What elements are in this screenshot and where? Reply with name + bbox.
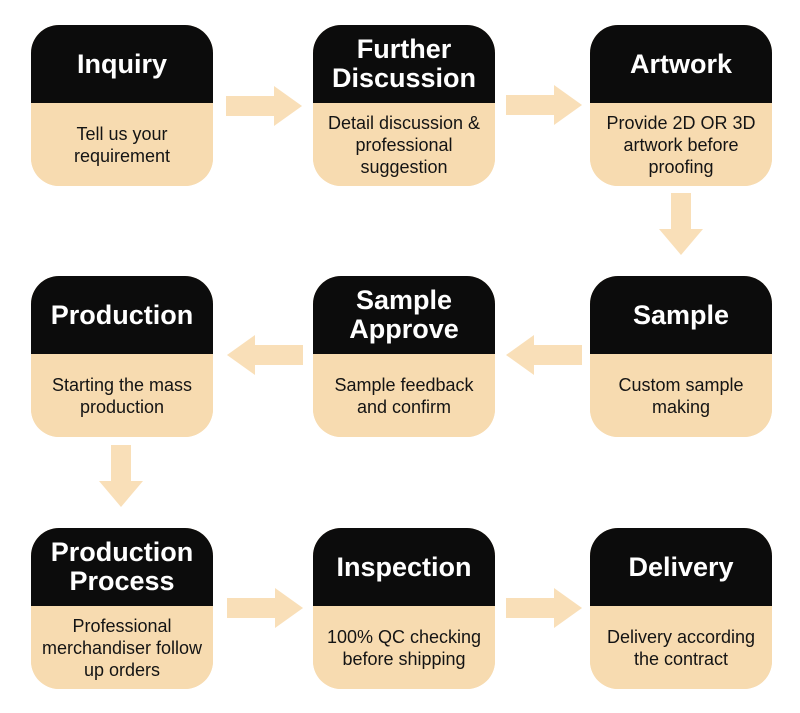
- step-description-text: Custom sample making: [618, 374, 744, 417]
- step-title-inspection: Inspection: [313, 528, 495, 606]
- step-description-text: Detail discussion & professional suggest…: [327, 112, 481, 177]
- arrow-shaft: [227, 598, 275, 618]
- step-title-text: Delivery: [628, 551, 734, 582]
- step-description-artwork: Provide 2D OR 3D artwork before proofing: [590, 103, 772, 186]
- step-title-text: Sample: [632, 299, 730, 330]
- arrow-shaft: [671, 193, 691, 229]
- arrow-shaft: [506, 598, 554, 618]
- step-description-sample: Custom sample making: [590, 354, 772, 437]
- arrow-head: [274, 86, 302, 126]
- step-title-production-process: Production Process: [31, 528, 213, 606]
- arrow-head: [506, 335, 534, 375]
- step-description-delivery: Delivery according the contract: [590, 606, 772, 689]
- step-description-text: Tell us your requirement: [73, 123, 171, 166]
- step-card-sample: Sample Custom sample making: [590, 276, 772, 437]
- step-card-inquiry: Inquiry Tell us your requirement: [31, 25, 213, 186]
- step-card-sample-approve: Sample Approve Sample feedback and confi…: [313, 276, 495, 437]
- step-description-text: Provide 2D OR 3D artwork before proofing: [606, 112, 756, 177]
- step-description-text: Professional merchandiser follow up orde…: [41, 615, 203, 680]
- step-description-text: Starting the mass production: [51, 374, 193, 417]
- step-description-text: 100% QC checking before shipping: [326, 626, 482, 669]
- arrow-head: [99, 481, 143, 507]
- step-title-text: Inquiry: [76, 48, 167, 79]
- step-description-further-discussion: Detail discussion & professional suggest…: [313, 103, 495, 186]
- arrow-head: [275, 588, 303, 628]
- step-description-production-process: Professional merchandiser follow up orde…: [31, 606, 213, 689]
- step-title-further-discussion: Further Discussion: [313, 25, 495, 103]
- step-title-text: Production Process: [50, 537, 194, 596]
- arrow-shaft: [506, 95, 554, 115]
- arrow-sample-approve-to-production-icon: [227, 335, 303, 375]
- arrow-head: [554, 588, 582, 628]
- step-card-further-discussion: Further Discussion Detail discussion & p…: [313, 25, 495, 186]
- step-title-text: Further Discussion: [331, 34, 477, 93]
- step-title-sample-approve: Sample Approve: [313, 276, 495, 354]
- step-card-inspection: Inspection 100% QC checking before shipp…: [313, 528, 495, 689]
- step-description-inquiry: Tell us your requirement: [31, 103, 213, 186]
- step-title-inquiry: Inquiry: [31, 25, 213, 103]
- arrow-further-discussion-to-artwork-icon: [506, 85, 582, 125]
- step-description-sample-approve: Sample feedback and confirm: [313, 354, 495, 437]
- arrow-production-process-to-inspection-icon: [227, 588, 303, 628]
- arrow-inquiry-to-further-discussion-icon: [226, 86, 302, 126]
- step-card-production-process: Production Process Professional merchand…: [31, 528, 213, 689]
- arrow-shaft: [111, 445, 131, 481]
- arrow-shaft: [226, 96, 274, 116]
- step-title-text: Inspection: [336, 551, 472, 582]
- arrow-head: [227, 335, 255, 375]
- step-card-artwork: Artwork Provide 2D OR 3D artwork before …: [590, 25, 772, 186]
- arrow-shaft: [255, 345, 303, 365]
- step-card-production: Production Starting the mass production: [31, 276, 213, 437]
- arrow-artwork-to-sample-icon: [659, 193, 703, 255]
- step-title-production: Production: [31, 276, 213, 354]
- step-card-delivery: Delivery Delivery according the contract: [590, 528, 772, 689]
- arrow-head: [554, 85, 582, 125]
- step-description-text: Delivery according the contract: [606, 626, 756, 669]
- arrow-production-to-production-process-icon: [99, 445, 143, 507]
- step-description-production: Starting the mass production: [31, 354, 213, 437]
- arrow-head: [659, 229, 703, 255]
- step-title-text: Artwork: [629, 48, 732, 79]
- step-title-text: Production: [50, 299, 194, 330]
- arrow-sample-to-sample-approve-icon: [506, 335, 582, 375]
- arrow-shaft: [534, 345, 582, 365]
- step-title-sample: Sample: [590, 276, 772, 354]
- step-title-delivery: Delivery: [590, 528, 772, 606]
- step-description-text: Sample feedback and confirm: [334, 374, 474, 417]
- arrow-inspection-to-delivery-icon: [506, 588, 582, 628]
- step-title-artwork: Artwork: [590, 25, 772, 103]
- step-title-text: Sample Approve: [349, 285, 459, 344]
- step-description-inspection: 100% QC checking before shipping: [313, 606, 495, 689]
